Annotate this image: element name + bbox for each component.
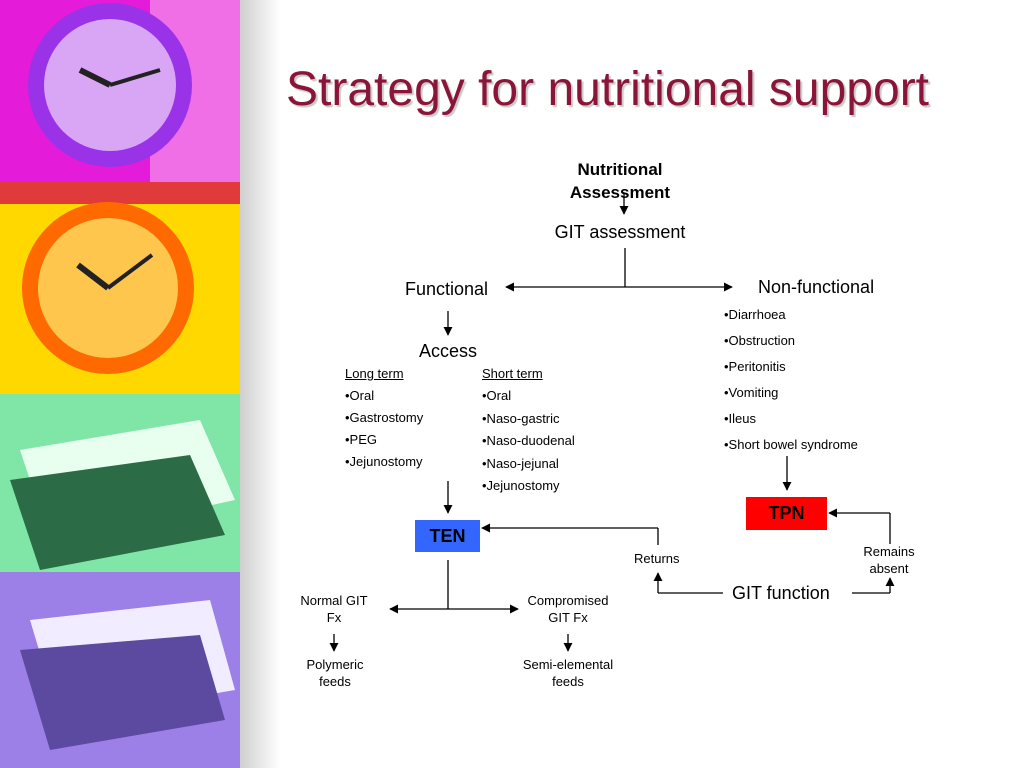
compromised-git-label: Compromised GIT Fx <box>518 592 618 626</box>
non-functional-label: Non-functional <box>758 277 875 297</box>
nutritional-assessment-line-2: Assessment <box>569 183 671 202</box>
short-term-heading: Short term <box>482 366 543 381</box>
semi-elemental-feeds-label: Semi-elemental feeds <box>513 656 623 690</box>
git-assessment-label: GIT assessment <box>554 222 686 242</box>
decorative-image-strip <box>0 0 240 768</box>
list-item: •Naso-duodenal <box>482 433 575 448</box>
long-term-list: •Oral •Gastrostomy •PEG •Jejunostomy <box>345 388 423 476</box>
list-item: •Ileus <box>724 411 757 426</box>
git-function-label: GIT function <box>732 583 830 603</box>
semi-elemental-line-2: feeds <box>552 674 584 689</box>
short-term-list: •Oral •Naso-gastric •Naso-duodenal •Naso… <box>482 388 575 501</box>
remains-absent-label: Remains absent <box>850 543 928 577</box>
list-item: •Vomiting <box>724 385 779 400</box>
ten-box: TEN <box>415 520 480 552</box>
list-item: •Naso-gastric <box>482 410 560 426</box>
list-item: •Oral <box>345 388 375 403</box>
compromised-git-line-1: Compromised <box>527 593 609 608</box>
semi-elemental-line-1: Semi-elemental <box>522 657 614 672</box>
list-item: •PEG <box>345 432 378 447</box>
list-item: •Jejunostomy <box>345 454 423 469</box>
normal-git-label: Normal GIT Fx <box>290 592 378 626</box>
list-item: •Naso-jejunal <box>482 455 559 471</box>
nutritional-assessment-label: Nutritional Assessment <box>540 158 700 204</box>
returns-label: Returns <box>634 551 680 566</box>
slide-title: Strategy for nutritional support <box>286 63 930 116</box>
non-functional-causes-list: •Diarrhoea •Obstruction •Peritonitis •Vo… <box>724 307 858 463</box>
strip-shadow <box>240 0 280 768</box>
tpn-box: TPN <box>746 497 827 530</box>
list-item: •Diarrhoea <box>724 307 786 322</box>
compromised-git-line-2: GIT Fx <box>548 610 588 625</box>
list-item: •Oral <box>482 388 512 403</box>
nutritional-assessment-line-1: Nutritional <box>577 160 663 179</box>
list-item: •Peritonitis <box>724 359 786 374</box>
list-item: •Obstruction <box>724 333 796 348</box>
remains-absent-line-1: Remains <box>863 544 915 559</box>
functional-label: Functional <box>405 279 489 299</box>
list-item: •Jejunostomy <box>482 478 560 493</box>
long-term-heading: Long term <box>345 366 404 381</box>
normal-git-line-2: Fx <box>326 610 342 625</box>
normal-git-line-1: Normal GIT <box>300 593 368 608</box>
list-item: •Gastrostomy <box>345 410 424 425</box>
polymeric-line-2: feeds <box>319 674 351 689</box>
polymeric-line-1: Polymeric <box>306 657 364 672</box>
polymeric-feeds-label: Polymeric feeds <box>295 656 375 690</box>
remains-absent-line-2: absent <box>869 561 909 576</box>
access-label: Access <box>419 341 478 361</box>
list-item: •Short bowel syndrome <box>724 437 858 452</box>
